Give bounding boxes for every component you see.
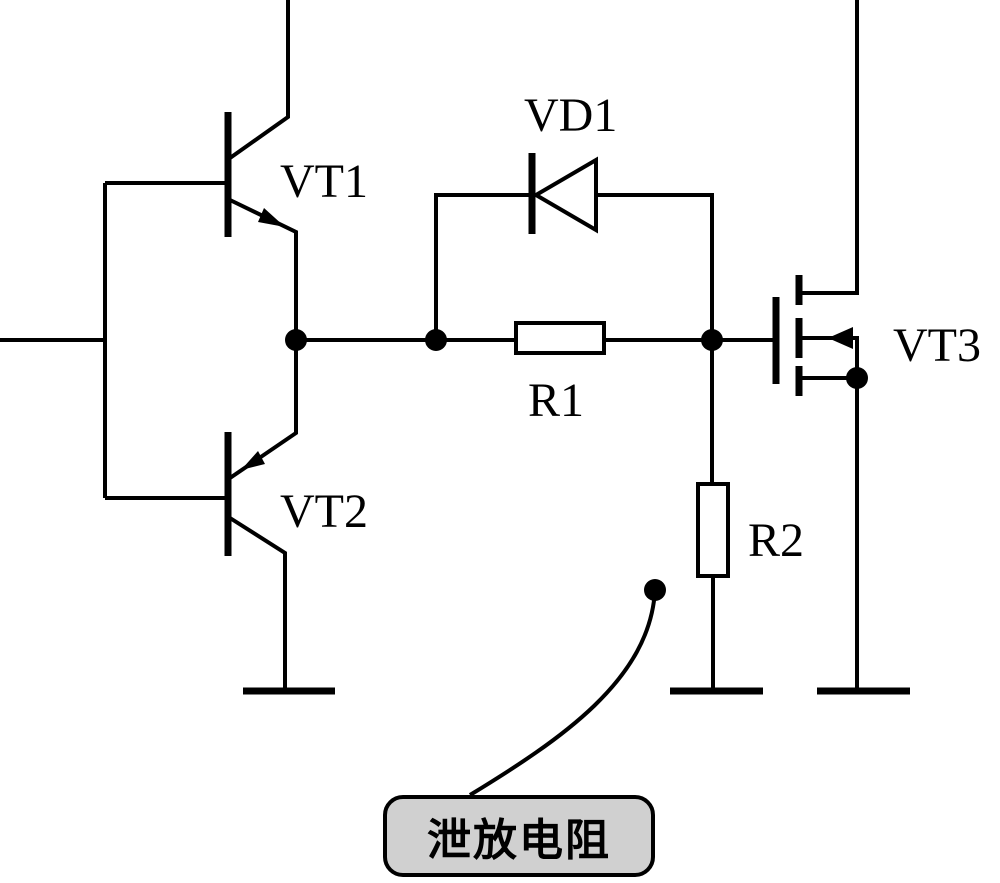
vd1-left-wire [434,193,532,340]
r2-label: R2 [748,514,804,567]
vd1-diode [528,153,598,234]
vt2-label: VT2 [280,485,368,538]
annotation-text: 泄放电阻 [427,815,611,866]
vt3-drain [799,0,859,295]
junction-dot [701,329,723,351]
vt1-emitter [229,198,298,340]
vt2-emitter-arrow [241,451,265,470]
vt2-transistor [224,340,298,692]
vd1-right-wire [532,193,714,340]
vt1-collector [228,0,290,160]
vt1-transistor [224,0,298,340]
vd1-triangle [532,156,598,234]
r1-label: R1 [528,374,584,427]
r2-resistor [696,482,730,578]
vt1-label: VT1 [280,155,368,208]
junction-dot [425,329,447,351]
vt3-source [799,376,859,692]
r1-resistor [514,321,606,355]
annotation-leader-line [468,589,657,797]
vt3-label: VT3 [893,319,981,372]
annotation-callout: 泄放电阻 [383,795,655,877]
vd1-label: VD1 [524,89,617,142]
vt3-body [799,336,859,378]
junction-dot [846,367,868,389]
vt2-collector [228,516,287,692]
junction-dot [285,329,307,351]
vt3-body-arrow [828,327,853,349]
vt1-emitter-arrow [258,208,285,227]
vt2-emitter [228,340,298,480]
vt3-mosfet [772,0,859,692]
